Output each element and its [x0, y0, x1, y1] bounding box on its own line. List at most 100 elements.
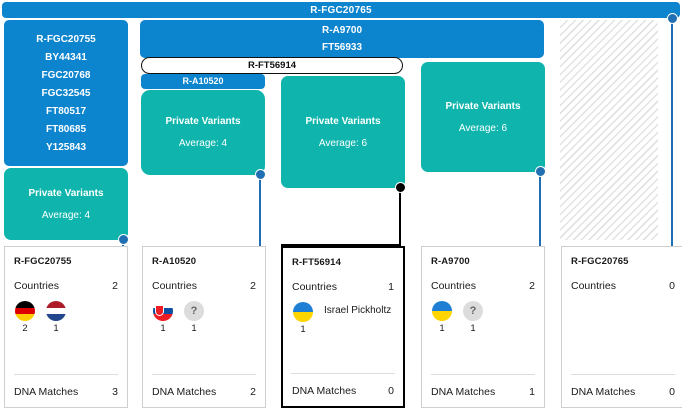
connector-bridge-ft56914: [281, 244, 401, 246]
dna-matches-count: 1: [529, 386, 535, 398]
haplogroup-block-a10520[interactable]: R-A10520: [141, 74, 265, 89]
countries-count: 1: [388, 281, 394, 293]
connector-line-a10520: [259, 175, 261, 246]
private-variants-title: Private Variants: [165, 116, 241, 127]
countries-label: Countries: [571, 280, 616, 292]
detail-panel-fgc20755[interactable]: R-FGC20755 Countries 2 2 1 DNA Matches 3: [4, 246, 128, 408]
private-variants-average: Average: 6: [458, 122, 508, 134]
flag-cell[interactable]: 1: [431, 301, 453, 334]
countries-count: 2: [250, 280, 256, 292]
root-haplogroup-label: R-FGC20765: [310, 4, 372, 16]
snp-label: FT80517: [45, 106, 87, 117]
flag-cell[interactable]: ? 1: [183, 301, 205, 334]
dna-matches-row: DNA Matches 3: [14, 386, 118, 398]
dna-matches-count: 2: [250, 386, 256, 398]
haplogroup-block-fgc20755[interactable]: R-FGC20755 BY44341 FGC20768 FGC32545 FT8…: [4, 20, 128, 166]
dna-matches-label: DNA Matches: [14, 386, 79, 398]
panel-title: R-A9700: [431, 256, 470, 267]
private-variants-title: Private Variants: [305, 115, 381, 127]
dna-matches-count: 0: [669, 386, 675, 398]
ukraine-flag-icon: [293, 302, 313, 322]
dna-matches-row: DNA Matches 1: [431, 386, 535, 398]
countries-count: 2: [529, 280, 535, 292]
snp-label: FT80685: [45, 124, 87, 135]
flag-count: 2: [22, 323, 28, 334]
panel-divider: [571, 374, 675, 375]
detail-panel-fgc20765[interactable]: R-FGC20765 Countries 0 DNA Matches 0: [561, 246, 682, 408]
netherlands-flag-icon: [46, 301, 66, 321]
private-variants-box-a9700[interactable]: Private Variants Average: 6: [421, 62, 545, 172]
dna-matches-count: 0: [388, 385, 394, 397]
countries-count: 2: [112, 280, 118, 292]
root-haplogroup-banner[interactable]: R-FGC20765: [2, 2, 680, 18]
panel-title: R-FGC20755: [14, 256, 72, 267]
private-variants-average: Average: 6: [318, 137, 368, 149]
dna-matches-label: DNA Matches: [292, 385, 357, 397]
snp-label: FGC20768: [41, 70, 91, 81]
flag-cell[interactable]: 1: [152, 301, 174, 334]
connector-line-fgc20765: [671, 20, 673, 246]
private-variants-title: Private Variants: [445, 100, 521, 112]
snp-label: FGC32545: [41, 88, 91, 99]
countries-row: Countries 1: [292, 281, 394, 293]
dna-matches-label: DNA Matches: [571, 386, 636, 398]
panel-divider: [431, 374, 535, 375]
detail-panel-ft56914[interactable]: R-FT56914 Countries 1 1 Israel Pickholtz…: [281, 246, 405, 408]
panel-divider: [152, 374, 256, 375]
countries-label: Countries: [292, 281, 337, 293]
connector-line-a9700: [539, 172, 541, 246]
dna-matches-row: DNA Matches 2: [152, 386, 256, 398]
flag-count: 1: [53, 323, 59, 334]
flag-cell[interactable]: 1: [45, 301, 67, 334]
panel-title: R-FGC20765: [571, 256, 629, 267]
countries-label: Countries: [14, 280, 59, 292]
snp-label: R-A10520: [182, 76, 224, 86]
private-variants-box-ft56914[interactable]: Private Variants Average: 6: [281, 76, 405, 188]
flag-count: 1: [191, 323, 197, 334]
panel-divider: [291, 373, 395, 374]
snp-label: FT56933: [321, 42, 363, 53]
detail-panel-a10520[interactable]: R-A10520 Countries 2 1 ? 1 DNA Matches 2: [142, 246, 266, 408]
snp-label: R-A9700: [321, 25, 363, 36]
countries-row: Countries 2: [431, 280, 535, 292]
country-flag-list: 1 Israel Pickholtz: [292, 302, 394, 335]
panel-divider: [14, 374, 118, 375]
flag-count: 1: [300, 324, 306, 335]
unknown-country-icon: ?: [184, 301, 204, 321]
dna-matches-count: 3: [112, 386, 118, 398]
private-variants-box-fgc20755[interactable]: Private Variants Average: 4: [4, 168, 128, 240]
countries-label: Countries: [152, 280, 197, 292]
countries-row: Countries 2: [14, 280, 118, 292]
country-flag-list: 2 1: [14, 301, 118, 334]
flag-cell[interactable]: ? 1: [462, 301, 484, 334]
dna-matches-label: DNA Matches: [152, 386, 217, 398]
unknown-country-icon: ?: [463, 301, 483, 321]
kit-owner-name: Israel Pickholtz: [324, 305, 392, 316]
snp-label: R-FGC20755: [36, 34, 96, 45]
snp-label: Y125843: [45, 142, 87, 153]
flag-count: 1: [160, 323, 166, 334]
connector-dot-a10520: [255, 169, 266, 180]
private-variants-average: Average: 4: [41, 209, 91, 221]
private-variants-average: Average: 4: [178, 138, 228, 149]
private-variants-title: Private Variants: [28, 187, 104, 199]
private-variants-box-a10520[interactable]: Private Variants Average: 4: [141, 90, 265, 175]
connector-dot-a9700: [535, 166, 546, 177]
flag-count: 1: [439, 323, 445, 334]
detail-panel-a9700[interactable]: R-A9700 Countries 2 1 ? 1 DNA Matches 1: [421, 246, 545, 408]
ukraine-flag-icon: [432, 301, 452, 321]
hatched-unassigned-region: [560, 20, 658, 240]
countries-count: 0: [669, 280, 675, 292]
dna-matches-row: DNA Matches 0: [292, 385, 394, 397]
flag-cell[interactable]: 2: [14, 301, 36, 334]
haplogroup-block-ft56914-selected[interactable]: R-FT56914: [141, 57, 403, 74]
flag-cell[interactable]: 1: [292, 302, 314, 335]
flag-count: 1: [470, 323, 476, 334]
countries-label: Countries: [431, 280, 476, 292]
panel-title: R-FT56914: [292, 257, 341, 268]
panel-title: R-A10520: [152, 256, 197, 267]
haplogroup-block-a9700[interactable]: R-A9700 FT56933: [140, 20, 544, 58]
country-flag-list: 1 ? 1: [152, 301, 256, 334]
countries-row: Countries 0: [571, 280, 675, 292]
